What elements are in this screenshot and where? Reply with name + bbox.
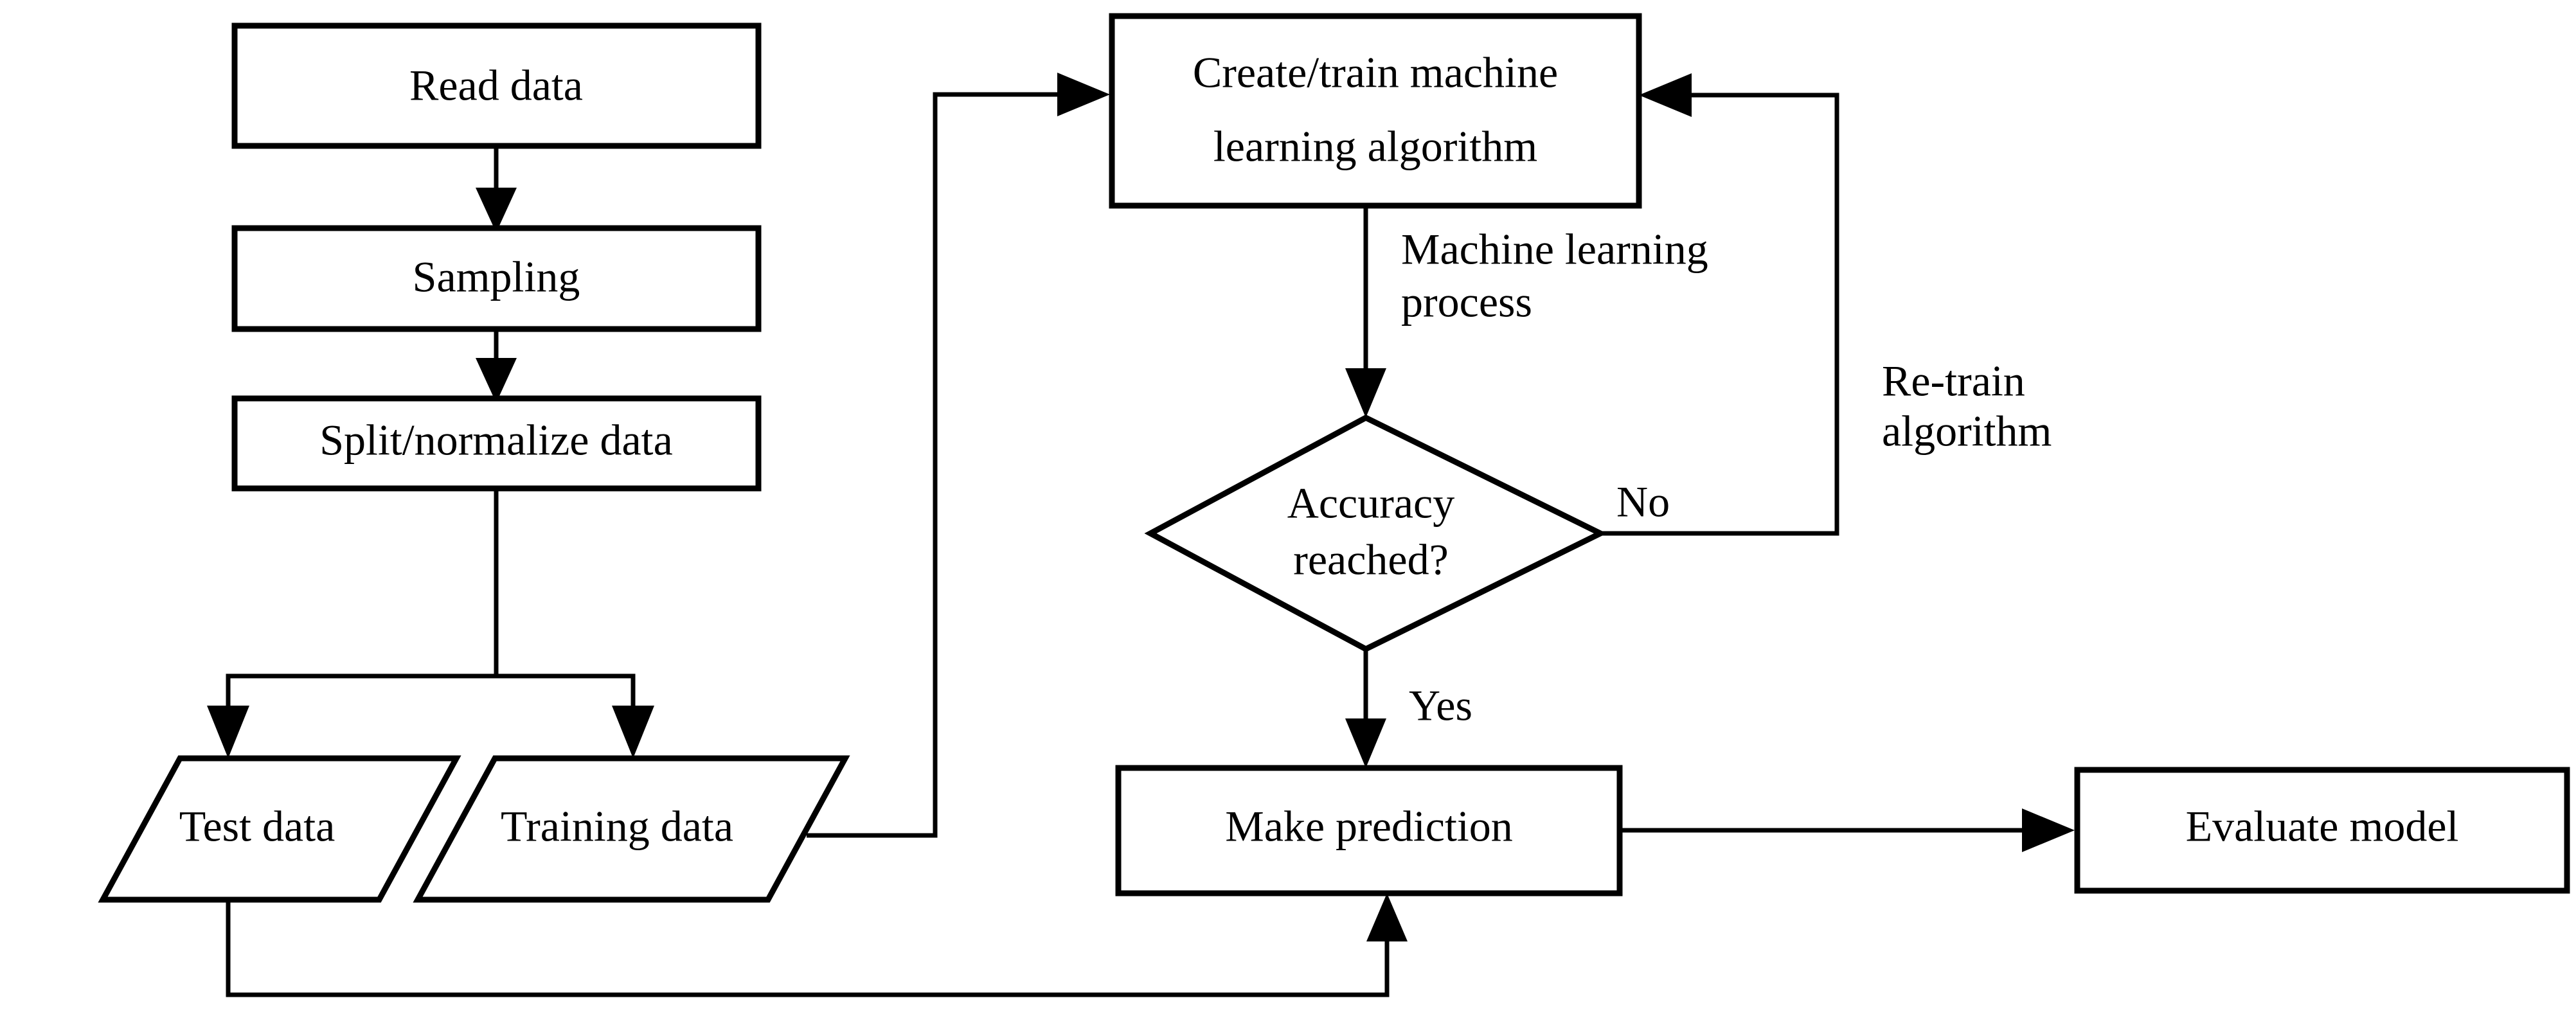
- edge-accuracy-no-to-create-train: [1600, 73, 1839, 536]
- create-train-label-line2: learning algorithm: [1213, 122, 1537, 171]
- accuracy-decision-diamond[interactable]: [1144, 414, 1607, 653]
- edge-label-retrain-algorithm-line2: algorithm: [1882, 407, 2052, 456]
- edge-label-machine-learning-process-line1: Machine learning: [1401, 225, 1708, 274]
- edge-split-to-datasets: [207, 488, 654, 758]
- node-split-normalize-data[interactable]: Split/normalize data: [231, 395, 762, 492]
- edge-sampling-to-split: [476, 329, 517, 403]
- node-read-data[interactable]: Read data: [231, 22, 762, 149]
- sampling-box[interactable]: [231, 225, 762, 332]
- test-data-label: Test data: [179, 802, 335, 851]
- node-evaluate-model[interactable]: Evaluate model: [2074, 767, 2570, 894]
- evaluate-model-label: Evaluate model: [2186, 802, 2459, 851]
- sampling-label: Sampling: [413, 253, 580, 301]
- edge-make-prediction-to-evaluate-model: [1620, 808, 2075, 852]
- evaluate-model-box[interactable]: [2074, 767, 2570, 894]
- training-data-parallelogram[interactable]: [413, 755, 850, 903]
- edge-label-yes: Yes: [1409, 681, 1472, 730]
- create-train-box[interactable]: [1109, 13, 1642, 209]
- accuracy-decision-label-line2: reached?: [1293, 535, 1449, 584]
- node-create-train-algorithm[interactable]: Create/train machine learning algorithm: [1109, 13, 1642, 209]
- node-accuracy-decision[interactable]: Accuracy reached?: [1144, 414, 1607, 653]
- make-prediction-box[interactable]: [1115, 765, 1623, 896]
- edge-read-data-to-sampling: [476, 146, 517, 233]
- edge-test-data-to-make-prediction: [226, 893, 1408, 997]
- split-normalize-box[interactable]: [231, 395, 762, 492]
- test-data-parallelogram[interactable]: [98, 755, 461, 903]
- node-test-data[interactable]: Test data: [98, 755, 461, 903]
- node-sampling[interactable]: Sampling: [231, 225, 762, 332]
- accuracy-decision-label-line1: Accuracy: [1287, 479, 1454, 528]
- read-data-label: Read data: [409, 61, 583, 110]
- training-data-label: Training data: [501, 802, 733, 851]
- node-training-data[interactable]: Training data: [413, 755, 850, 903]
- make-prediction-label: Make prediction: [1225, 802, 1513, 851]
- create-train-label-line1: Create/train machine: [1193, 48, 1558, 97]
- split-normalize-label: Split/normalize data: [319, 416, 673, 465]
- edge-create-train-to-accuracy: [1345, 206, 1386, 418]
- edge-training-data-to-create-train: [807, 73, 1110, 838]
- edge-label-no: No: [1616, 477, 1670, 526]
- edge-accuracy-yes-to-make-prediction: [1345, 649, 1386, 768]
- edge-label-machine-learning-process-line2: process: [1401, 278, 1532, 326]
- read-data-box[interactable]: [231, 22, 762, 149]
- node-make-prediction[interactable]: Make prediction: [1115, 765, 1623, 896]
- edge-label-retrain-algorithm-line1: Re-train: [1882, 357, 2025, 406]
